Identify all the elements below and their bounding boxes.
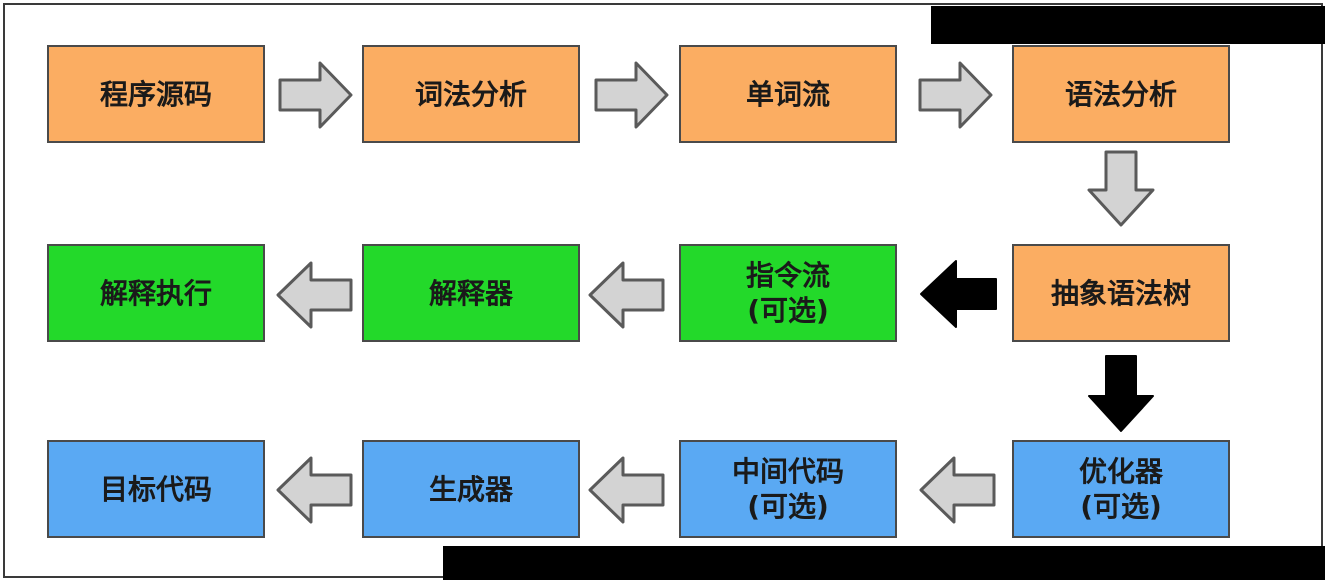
arrow-left-icon xyxy=(275,455,353,525)
node-label: 单词流 xyxy=(745,77,830,111)
node-note: (可选) xyxy=(747,490,829,523)
node-instruction-stream: 指令流 (可选) xyxy=(679,244,897,342)
node-label: 解释执行 xyxy=(99,276,212,310)
node-interpret-execute: 解释执行 xyxy=(47,244,265,342)
node-lexical-analysis: 词法分析 xyxy=(362,45,580,143)
node-label: 程序源码 xyxy=(99,77,212,111)
node-label: 词法分析 xyxy=(414,77,527,111)
node-ast: 抽象语法树 xyxy=(1012,244,1230,342)
arrow-right-icon xyxy=(278,60,354,130)
node-label: 中间代码 xyxy=(731,455,844,488)
node-note: (可选) xyxy=(1080,490,1162,523)
node-note: (可选) xyxy=(747,294,829,327)
node-optimizer: 优化器 (可选) xyxy=(1012,440,1230,538)
node-label: 生成器 xyxy=(428,472,513,506)
node-label: 指令流 xyxy=(745,259,830,292)
node-syntax-analysis: 语法分析 xyxy=(1012,45,1230,143)
node-source-code: 程序源码 xyxy=(47,45,265,143)
arrow-right-icon xyxy=(918,60,994,130)
node-label: 目标代码 xyxy=(99,472,212,506)
redaction-bar-bottom xyxy=(443,546,1325,580)
arrow-down-black-icon xyxy=(1086,354,1156,434)
arrow-left-icon xyxy=(275,260,353,330)
node-target-code: 目标代码 xyxy=(47,440,265,538)
arrow-left-icon xyxy=(587,455,665,525)
arrow-left-icon xyxy=(918,455,996,525)
redaction-bar-top xyxy=(931,6,1325,44)
arrow-down-icon xyxy=(1086,150,1156,228)
node-token-stream: 单词流 xyxy=(679,45,897,143)
node-generator: 生成器 xyxy=(362,440,580,538)
node-label: 语法分析 xyxy=(1064,77,1177,111)
arrow-left-black-icon xyxy=(918,258,998,330)
arrow-right-icon xyxy=(594,60,670,130)
node-label: 解释器 xyxy=(428,276,513,310)
node-label: 抽象语法树 xyxy=(1050,276,1191,310)
node-label: 优化器 xyxy=(1078,455,1163,488)
node-interpreter: 解释器 xyxy=(362,244,580,342)
node-intermediate-code: 中间代码 (可选) xyxy=(679,440,897,538)
arrow-left-icon xyxy=(587,260,665,330)
